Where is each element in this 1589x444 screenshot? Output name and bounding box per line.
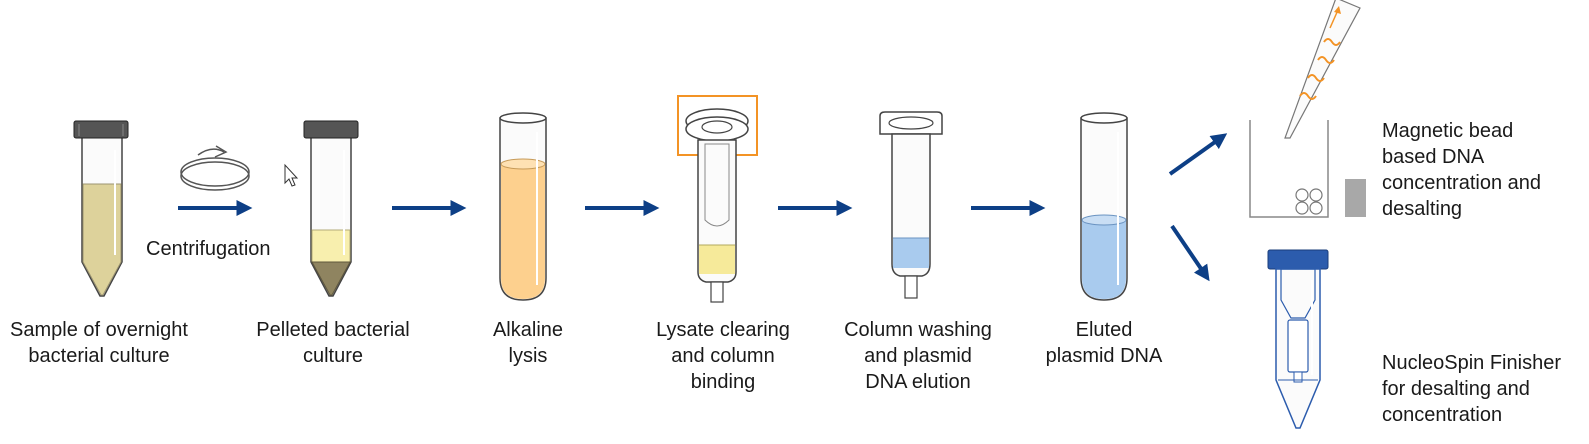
step-label-line: Alkaline [492,319,564,341]
culture-tube [73,120,129,297]
option-label-line: NucleoSpin Finisher [1382,352,1561,374]
option-label-line: based DNA [1382,146,1485,168]
step-label-line: Sample of overnight [10,319,188,341]
step-label-line: and column [671,345,775,367]
step-label-line: Lysate clearing [656,319,790,341]
step-label-lysis: Alkaline lysis [478,317,578,369]
option-label-line: Magnetic bead [1382,120,1514,142]
elution-tube [1080,112,1128,301]
step-label-line: Column washing [844,319,992,341]
option-label-line: concentration [1382,404,1503,426]
magnet-block [1345,179,1366,217]
step-label-line: Eluted [1075,319,1133,341]
branch-arrow-down [1170,224,1210,282]
step-label-line: DNA elution [865,371,971,393]
spin-column-loaded [677,95,758,303]
step-label-sample: Sample of overnight bacterial culture [3,317,195,369]
step-label-line: binding [690,371,756,393]
option-label-finisher: NucleoSpin Finisher for desalting and co… [1382,350,1561,428]
step-label-pellet: Pelleted bacterial culture [252,317,414,369]
step-label-binding: Lysate clearing and column binding [650,317,796,395]
centrifugation-label: Centrifugation [146,238,271,260]
lysis-tube [499,112,547,301]
step-label-line: plasmid DNA [1045,345,1163,367]
option-label-line: concentration and [1382,172,1542,194]
spin-column-elution [879,111,943,299]
option-label-line: for desalting and [1382,378,1530,400]
step-label-line: lysis [508,345,548,367]
step-label-elution: Column washing and plasmid DNA elution [836,317,1000,395]
pipette-tip-with-dna [1284,0,1361,139]
pellet-tube [303,120,359,297]
step-label-line: bacterial culture [28,345,170,367]
option-label-line: desalting [1382,198,1463,220]
step-label-line: and plasmid [864,345,972,367]
branch-arrow-up [1168,133,1228,176]
rotation-arrow-icon [180,145,250,191]
option-label-magnetic: Magnetic bead based DNA concentration an… [1382,118,1541,222]
step-label-eluted: Eluted plasmid DNA [1038,317,1170,369]
step-label-line: Pelleted bacterial [256,319,410,341]
mouse-cursor-icon [284,163,299,187]
step-label-line: culture [302,345,364,367]
finisher-tube [1267,249,1329,429]
magnetic-bead-well [1249,120,1366,218]
